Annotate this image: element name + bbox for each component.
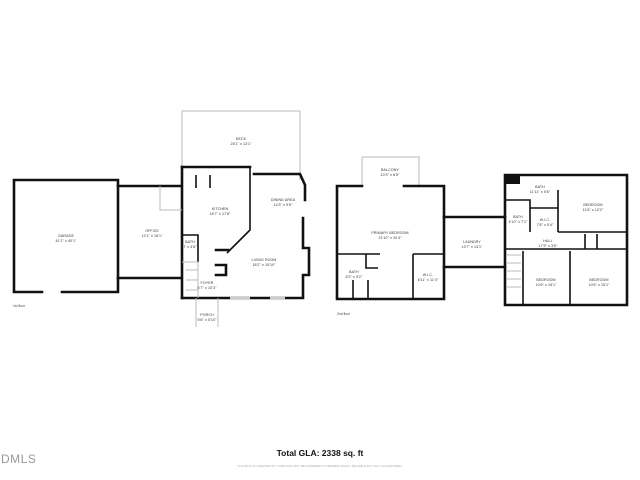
first-floor [12,110,311,327]
disclaimer: FLOOR PLAN CREATED BY CUBICASA APP. MEAS… [237,464,403,468]
room-name: BEDROOM [589,278,608,282]
mls-logo: DMLS [1,452,37,466]
room-name: KITCHEN [212,207,229,211]
room-size: 16'7" x 17'8" [209,212,231,216]
room-labels: GARAGE 41'1" x 40'1" OFFICE 12'1" x 18'1… [13,137,610,322]
room-size: 12'1" x 18'1" [141,234,163,238]
interior-walls [182,167,251,262]
stairs [182,261,199,298]
room-size: 17'9" x 3'6" [539,244,559,248]
porch-outline [195,298,219,327]
room-size: 18'2" x 15'10" [252,263,276,267]
room-name: PRIMARY BEDROOM [371,231,408,235]
laundry-walls [442,215,507,269]
room-name: GARAGE [58,234,74,238]
room-name: BALCONY [381,168,399,172]
total-gla: Total GLA: 2338 sq. ft [276,448,364,458]
stairs-2 [507,254,521,288]
fireplace [214,248,230,277]
room-name: FOYER [201,281,214,285]
room-size: 5'8" x 5'10" [198,318,218,322]
floor-label: 1st floor [13,304,26,308]
chimney [505,175,520,184]
room-size: 11'8" x 12'2" [583,208,604,212]
room-size: 4'10" x 7'1" [509,220,529,224]
second-floor [335,156,629,307]
office-walls [116,165,184,300]
main-walls [180,165,311,300]
room-name: W.I.C. [423,273,433,277]
room-name: DECK [236,137,247,141]
room-name: LAUNDRY [463,240,481,244]
office-closet [159,186,182,211]
room-name: W.I.C. [540,218,550,222]
room-size: 10'3" x 6'5" [381,173,401,177]
room-name: OFFICE [145,229,159,233]
room-size: 10'6" x 15'1" [588,283,610,287]
room-size: 6'7" x 10'3" [198,286,218,290]
floor-label: 2nd floor [337,312,351,316]
garage-walls [12,178,120,294]
room-size: 14'3" x 9'6" [274,203,294,207]
room-name: BATH [513,215,523,219]
room-size: 8'2" x 9'2" [346,275,363,279]
room-name: BEDROOM [536,278,555,282]
room-size: 7' x 4'6" [183,245,197,249]
room-size: 10'6" x 15'1" [535,283,557,287]
room-size: 13'7" x 14'1" [461,245,483,249]
room-size: 25'1" x 13'1" [230,142,252,146]
room-name: BATH [185,240,195,244]
room-name: BATH [535,185,545,189]
upper-interior-walls [505,190,627,305]
primary-bedroom-walls [335,184,446,301]
room-name: BEDROOM [583,203,602,207]
room-name: LIVING ROOM [251,258,276,262]
balcony-outline [361,156,420,186]
room-name: PORCH [200,313,214,317]
room-name: DINING AREA [271,198,296,202]
right-wing-walls [503,173,629,307]
room-name: BATH [349,270,359,274]
room-size: 6'11" x 11'4" [418,278,439,282]
room-size: 7'6" x 5'4" [537,223,554,227]
bath-wic-walls [337,253,444,299]
room-name: HALL [543,239,552,243]
room-size: 41'1" x 40'1" [55,239,77,243]
deck-outline [181,110,301,180]
room-size: 11'11" x 5'6" [530,190,551,194]
room-size: 21'10" x 20'4" [378,236,402,240]
